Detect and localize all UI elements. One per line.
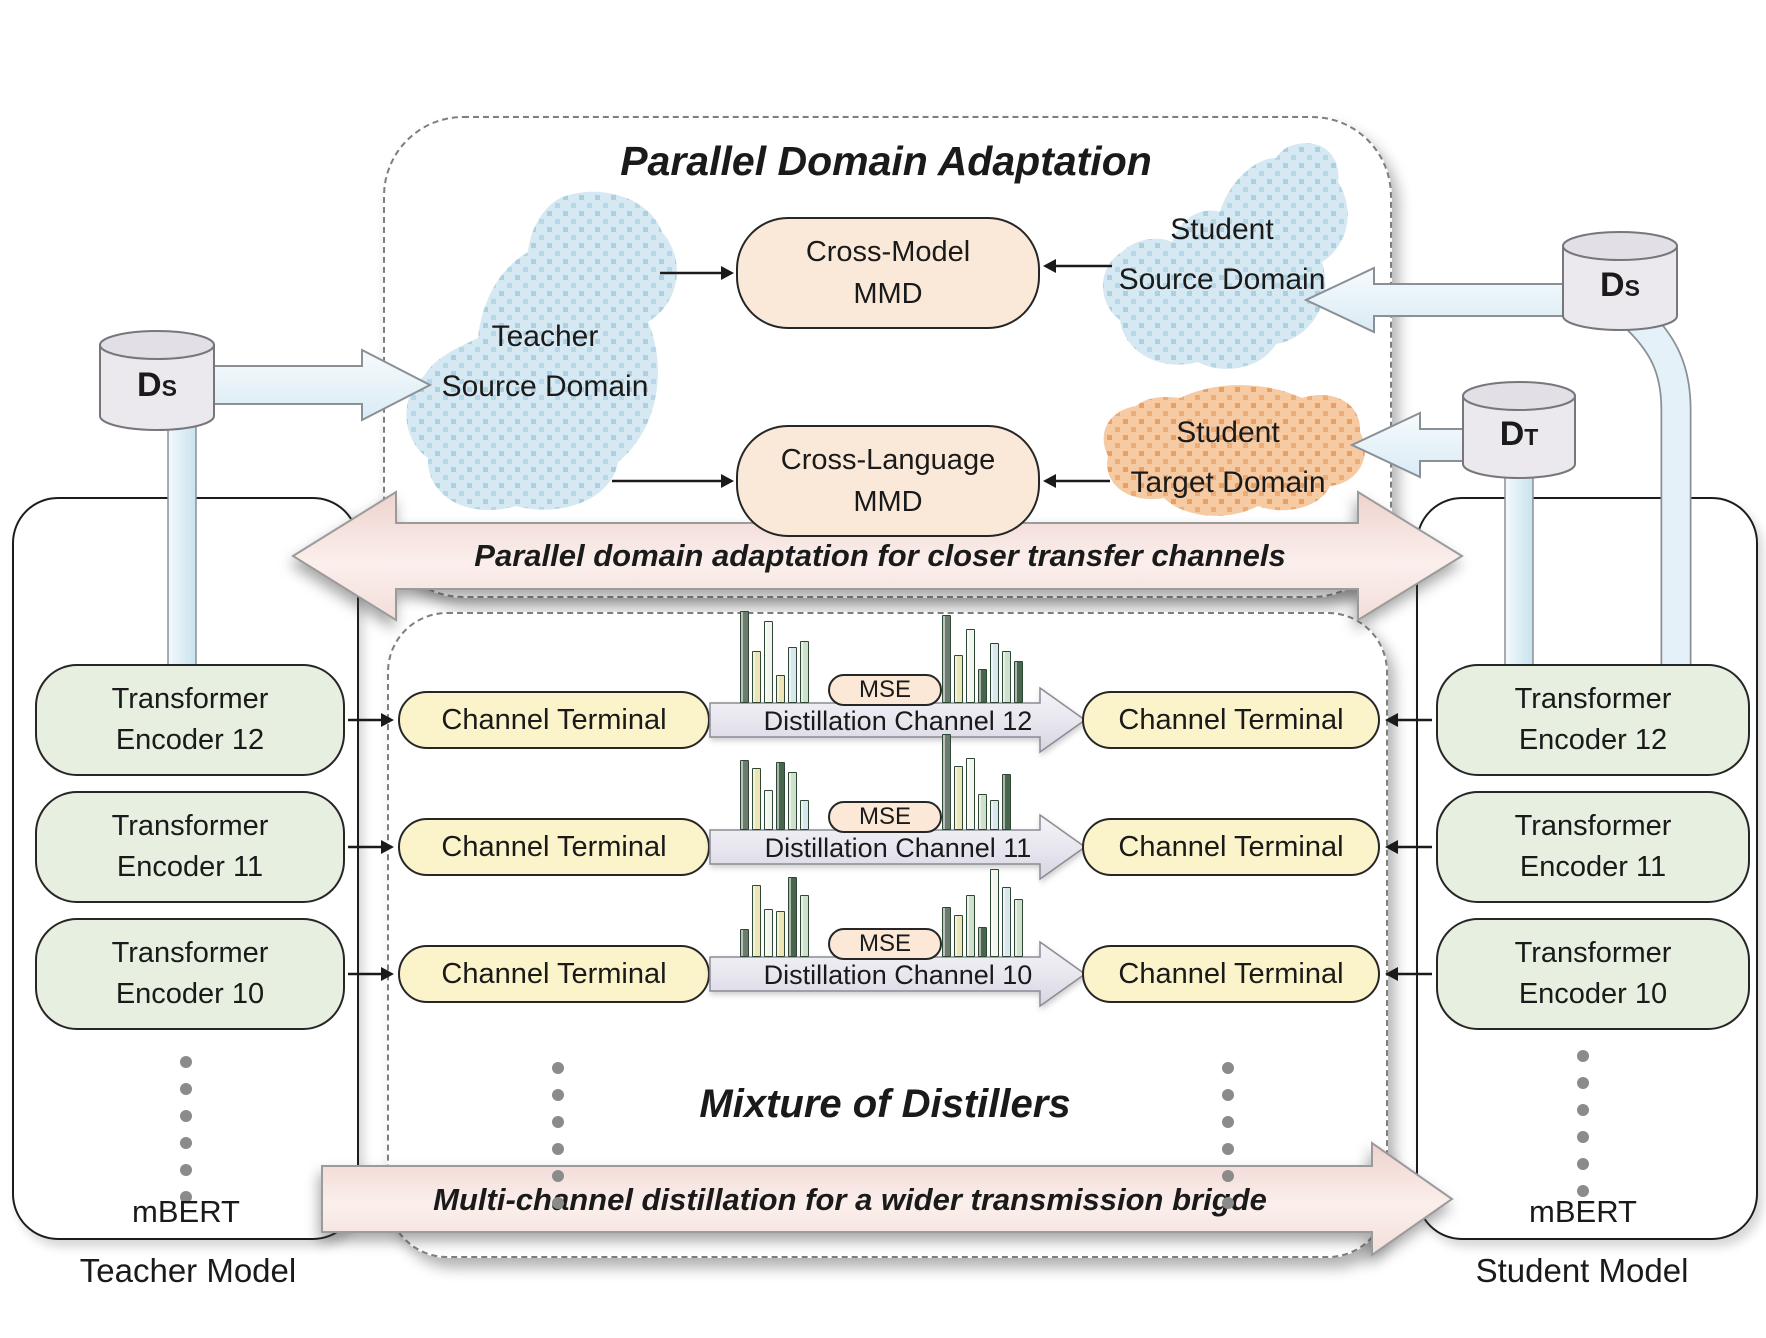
student-encoder-12: Transformer Encoder 12 [1436,664,1750,776]
channel-terminal-right-12: Channel Terminal [1082,691,1380,749]
teacher-encoder-11-line2: Encoder 11 [116,851,264,883]
teacher-ds-label: DS [97,366,217,405]
teacher-source-line1: Teacher [491,320,599,353]
student-ds-label: DS [1560,266,1680,305]
bottom-arrow-text-emph: wider [880,1182,962,1217]
activation-bars-left-10 [740,857,809,957]
student-encoder-12-line2: Encoder 12 [1518,724,1668,756]
channel-terminal-right-10: Channel Terminal [1082,945,1380,1003]
top-transfer-arrow-shape [291,490,1464,622]
channel-terminal-left-10: Channel Terminal [398,945,710,1003]
student-encoder-11-line1: Transformer [1514,810,1672,842]
teacher-encoder-12-line1: Transformer [111,683,269,715]
top-arrow-text-pre: Parallel domain adaptation for [474,538,928,573]
student-source-line2: Source Domain [1118,263,1326,296]
student-model-caption: Student Model [1475,1252,1689,1289]
teacher-encoder-11: Transformer Encoder 11 [35,791,345,903]
student-dt-base: D [1499,415,1525,453]
student-source-line1: Student [1170,213,1274,246]
student-encoder-11: Transformer Encoder 11 [1436,791,1750,903]
channel-terminal-left-12: Channel Terminal [398,691,710,749]
distillation-channel-label-11: Distillation Channel 11 [764,833,1032,863]
cross-model-mmd-box: Cross-Model MMD [736,217,1040,329]
student-encoder-11-line2: Encoder 11 [1519,851,1667,883]
bottom-transfer-arrow-label: Multi-channel distillation for a wider t… [360,1182,1340,1218]
student-mbert-label: mBERT [1529,1194,1637,1229]
student-dt-sub: T [1524,424,1539,450]
teacher-encoder-11-line1: Transformer [111,810,269,842]
mse-badge-12: MSE [828,674,942,706]
teacher-mbert-label: mBERT [132,1194,240,1229]
top-arrow-text-emph: closer [927,538,1019,573]
teacher-model-caption: Teacher Model [79,1252,297,1289]
teacher-encoder-10-line2: Encoder 10 [115,978,265,1010]
teacher-encoder-10: Transformer Encoder 10 [35,918,345,1030]
teacher-source-domain-label: Teacher Source Domain [385,312,705,412]
channel-terminal-left-11: Channel Terminal [398,818,710,876]
teacher-encoder-12: Transformer Encoder 12 [35,664,345,776]
mixture-of-distillers-title: Mixture of Distillers [699,1082,1071,1126]
top-transfer-arrow-label: Parallel domain adaptation for closer tr… [420,538,1340,574]
mse-badge-11: MSE [828,801,942,833]
distillation-channel-label-12: Distillation Channel 12 [763,706,1033,736]
bottom-arrow-text-post: transmission brigde [961,1182,1267,1217]
student-ellipsis-dots [1577,1050,1589,1197]
teacher-source-line2: Source Domain [441,370,649,403]
activation-bars-left-11 [740,730,809,830]
cross-model-mmd-line1: Cross-Model [805,236,971,268]
top-transfer-arrow [291,490,1464,622]
cross-model-mmd-line2: MMD [853,278,923,310]
parallel-domain-adaptation-title: Parallel Domain Adaptation [620,138,1152,184]
top-arrow-text-post: transfer channels [1018,538,1286,573]
channel-terminal-right-11: Channel Terminal [1082,818,1380,876]
bottom-arrow-text-pre: Multi-channel distillation for a [433,1182,881,1217]
cross-language-mmd-box: Cross-Language MMD [736,425,1040,537]
mse-badge-10: MSE [828,928,942,960]
student-encoder-10: Transformer Encoder 10 [1436,918,1750,1030]
student-source-domain-label: Student Source Domain [1062,205,1382,305]
bottom-transfer-arrow [321,1141,1454,1257]
activation-bars-right-12 [942,603,1023,703]
left-terminal-ellipsis-dots [552,1062,564,1209]
right-terminal-ellipsis-dots [1222,1062,1234,1209]
student-target-line1: Student [1176,416,1280,449]
student-encoder-10-line2: Encoder 10 [1518,978,1668,1010]
teacher-encoder-12-line2: Encoder 12 [115,724,265,756]
cross-language-mmd-line2: MMD [853,486,923,518]
student-ds-base: D [1600,266,1625,304]
activation-bars-left-12 [740,603,809,703]
distillation-channel-arrow-12 [709,686,1087,754]
teacher-ellipsis-dots [180,1056,192,1203]
student-target-line2: Target Domain [1130,466,1326,499]
distillation-channel-arrow-10 [709,940,1087,1008]
bottom-transfer-arrow-shape [321,1141,1454,1257]
distillation-channel-label-10: Distillation Channel 10 [763,960,1033,990]
activation-bars-right-11 [942,730,1011,830]
teacher-encoder-10-line1: Transformer [111,937,269,969]
cross-language-mmd-line1: Cross-Language [780,444,996,476]
teacher-ds-sub: S [161,375,177,401]
teacher-ds-base: D [137,366,162,404]
student-encoder-12-line1: Transformer [1514,683,1672,715]
activation-bars-right-10 [942,857,1023,957]
student-dt-label: DT [1459,415,1579,454]
distillation-channel-arrow-11 [709,813,1087,881]
student-encoder-10-line1: Transformer [1514,937,1672,969]
student-ds-sub: S [1624,275,1640,301]
student-target-domain-label: Student Target Domain [1068,408,1388,508]
